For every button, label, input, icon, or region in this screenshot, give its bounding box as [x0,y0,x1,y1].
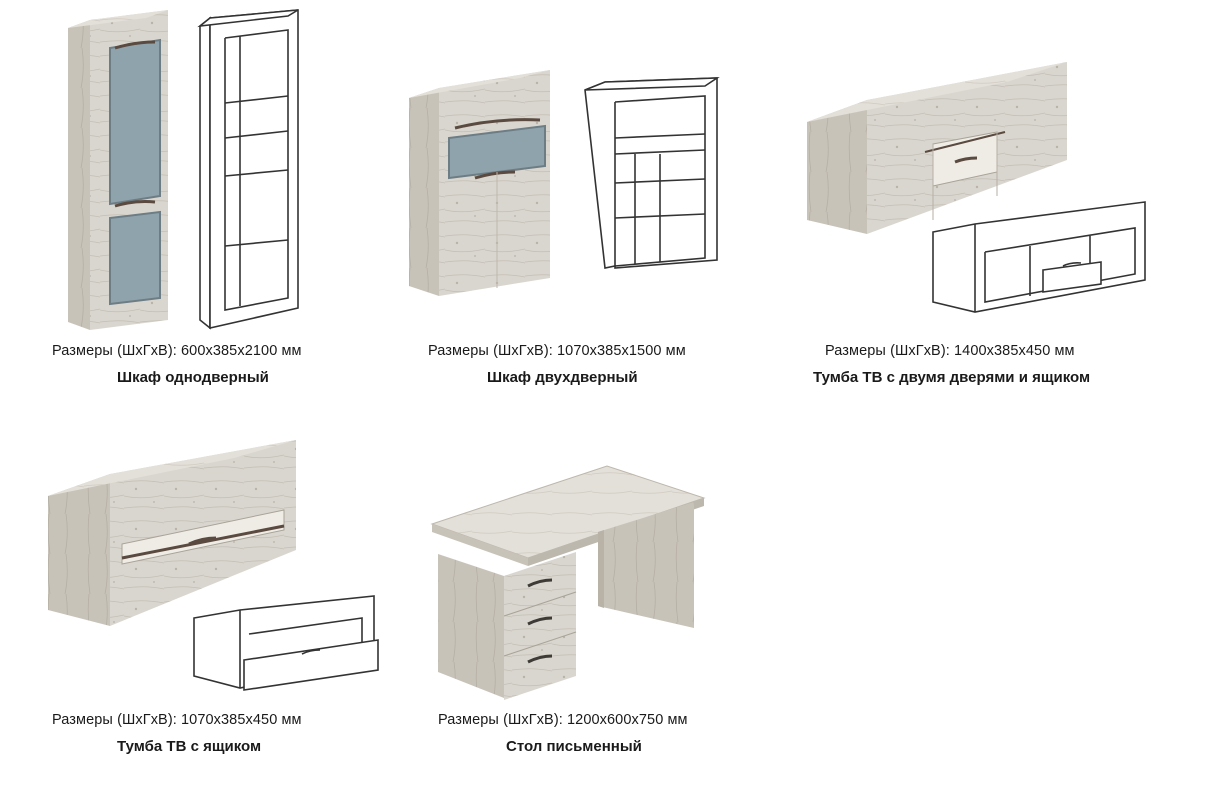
tv-stand-drawer-illustration [44,434,380,706]
dimensions-text: Размеры (ШхГхВ): 1200x600x750 мм [438,712,688,728]
dimensions-text: Размеры (ШхГхВ): 600x385x2100 мм [52,343,302,359]
cabinet-double-illustration [405,68,720,296]
desk-illustration [430,462,712,702]
product-title: Шкаф однодверный [117,369,269,386]
dimensions-text: Размеры (ШхГхВ): 1400x385x450 мм [825,343,1075,359]
product-title: Тумба ТВ с двумя дверями и ящиком [813,369,1091,386]
dimensions-text: Размеры (ШхГхВ): 1070x385x1500 мм [428,343,686,359]
product-title: Тумба ТВ с ящиком [117,738,262,755]
product-title: Стол письменный [506,738,642,755]
product-title: Шкаф двухдверный [487,369,638,386]
wardrobe-single-illustration [60,8,310,330]
dimensions-text: Размеры (ШхГхВ): 1070x385x450 мм [52,712,302,728]
tv-stand-doors-illustration [805,52,1155,314]
